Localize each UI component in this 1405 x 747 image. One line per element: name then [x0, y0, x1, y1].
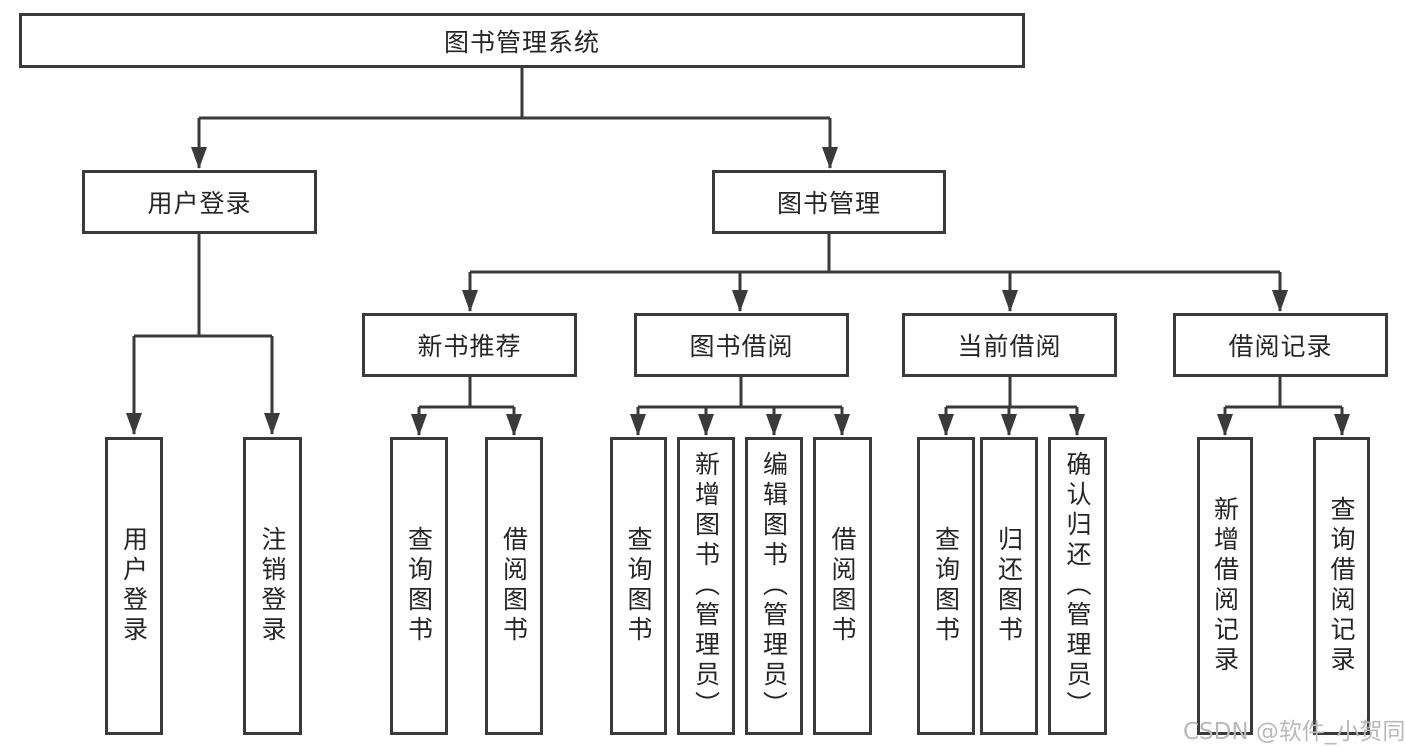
node-label: 图书管理系统 [443, 27, 600, 57]
leaf-current-query-books: 查询图书 [917, 437, 975, 735]
node-label: 查询图书 [404, 526, 434, 646]
node-label: 查询图书 [931, 526, 961, 646]
node-book-management: 图书管理 [712, 170, 946, 234]
node-label: 新增借阅记录 [1210, 496, 1240, 676]
node-label: 借阅图书 [828, 526, 857, 646]
leaf-current-return-books: 归还图书 [980, 437, 1038, 735]
leaf-borrow-query-books: 查询图书 [610, 437, 667, 735]
node-user-login: 用户登录 [82, 170, 317, 234]
leaf-records-add-record: 新增借阅记录 [1197, 437, 1253, 735]
node-label: 用户登录 [147, 189, 252, 218]
node-label: 确认归还（管理员） [1063, 451, 1092, 721]
leaf-borrow-borrow-books: 借阅图书 [813, 437, 872, 735]
node-label: 新书推荐 [417, 332, 522, 361]
node-new-book-recommend: 新书推荐 [362, 313, 577, 377]
leaf-records-query-record: 查询借阅记录 [1313, 437, 1370, 735]
node-label: 查询借阅记录 [1327, 496, 1356, 676]
watermark: CSDN @软件_小贺同学 [1183, 719, 1405, 745]
node-label: 当前借阅 [957, 332, 1062, 361]
leaf-newbook-borrow-books: 借阅图书 [485, 437, 543, 735]
node-current-borrow: 当前借阅 [902, 313, 1117, 377]
node-book-borrow: 图书借阅 [634, 313, 849, 377]
node-label: 图书借阅 [689, 332, 794, 361]
node-label: 注销登录 [258, 526, 287, 646]
leaf-user-login: 用户登录 [105, 437, 163, 735]
node-label: 编辑图书（管理员） [759, 451, 789, 721]
node-label: 借阅图书 [499, 526, 529, 646]
leaf-borrow-add-books-admin: 新增图书（管理员） [677, 437, 735, 735]
node-label: 查询图书 [624, 526, 653, 646]
node-label: 归还图书 [994, 526, 1024, 646]
leaf-current-confirm-return-admin: 确认归还（管理员） [1048, 437, 1107, 735]
node-label: 用户登录 [119, 526, 149, 646]
node-borrow-records: 借阅记录 [1173, 313, 1388, 377]
node-system: 图书管理系统 [19, 13, 1025, 68]
leaf-borrow-edit-books-admin: 编辑图书（管理员） [745, 437, 803, 735]
leaf-logout: 注销登录 [243, 437, 302, 735]
leaf-newbook-query-books: 查询图书 [390, 437, 448, 735]
node-label: 借阅记录 [1228, 332, 1333, 361]
node-label: 新增图书（管理员） [691, 451, 721, 721]
node-label: 图书管理 [776, 189, 881, 218]
